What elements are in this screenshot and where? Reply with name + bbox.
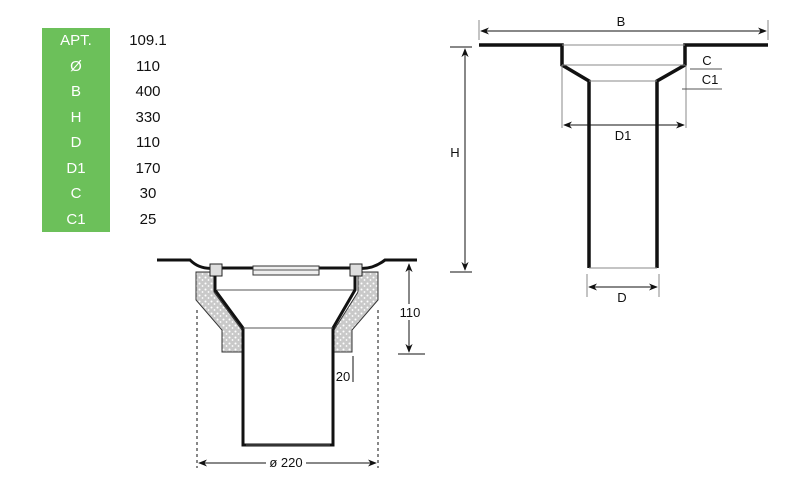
spec-row: H 330 — [42, 104, 186, 130]
spec-value: 25 — [139, 210, 157, 228]
spec-value: 330 — [135, 108, 161, 126]
c1-label: C1 — [702, 72, 719, 87]
spec-row: APT. 109.1 — [42, 28, 186, 54]
gully-outline — [479, 43, 768, 268]
spec-value: 110 — [136, 57, 160, 75]
spec-row: B 400 — [42, 79, 186, 105]
spec-row: C1 25 — [42, 206, 186, 232]
spec-label: Ø — [42, 53, 110, 79]
spec-label: B — [42, 79, 110, 105]
spec-label: D — [42, 130, 110, 156]
spec-label: D1 — [42, 155, 110, 181]
spec-row: Ø 110 — [42, 53, 186, 79]
section-drawing: ø 220 110 20 — [157, 258, 425, 470]
diameter-label: ø 220 — [269, 455, 302, 470]
offset-label: 20 — [336, 369, 350, 384]
d1-label: D1 — [615, 128, 632, 143]
spec-label: C — [42, 181, 110, 207]
insulation-left — [195, 271, 243, 353]
spec-value: 110 — [136, 134, 160, 152]
spec-row: D 110 — [42, 130, 186, 156]
h-label: H — [450, 145, 459, 160]
spec-value: 170 — [135, 159, 161, 177]
spec-label: APT. — [42, 28, 110, 54]
height-label: 110 — [400, 305, 421, 320]
spec-value: 400 — [135, 83, 161, 101]
spec-label: C1 — [42, 206, 110, 232]
d-label: D — [617, 290, 626, 305]
schematic-drawing: B H D1 D C C1 — [450, 14, 769, 305]
c-label: C — [702, 53, 711, 68]
spec-row: C 30 — [42, 181, 186, 207]
spec-row: D1 170 — [42, 155, 186, 181]
spec-value: 109.1 — [129, 32, 167, 50]
spec-value: 30 — [139, 185, 157, 203]
b-label: B — [617, 14, 626, 29]
spec-label: H — [42, 104, 110, 130]
